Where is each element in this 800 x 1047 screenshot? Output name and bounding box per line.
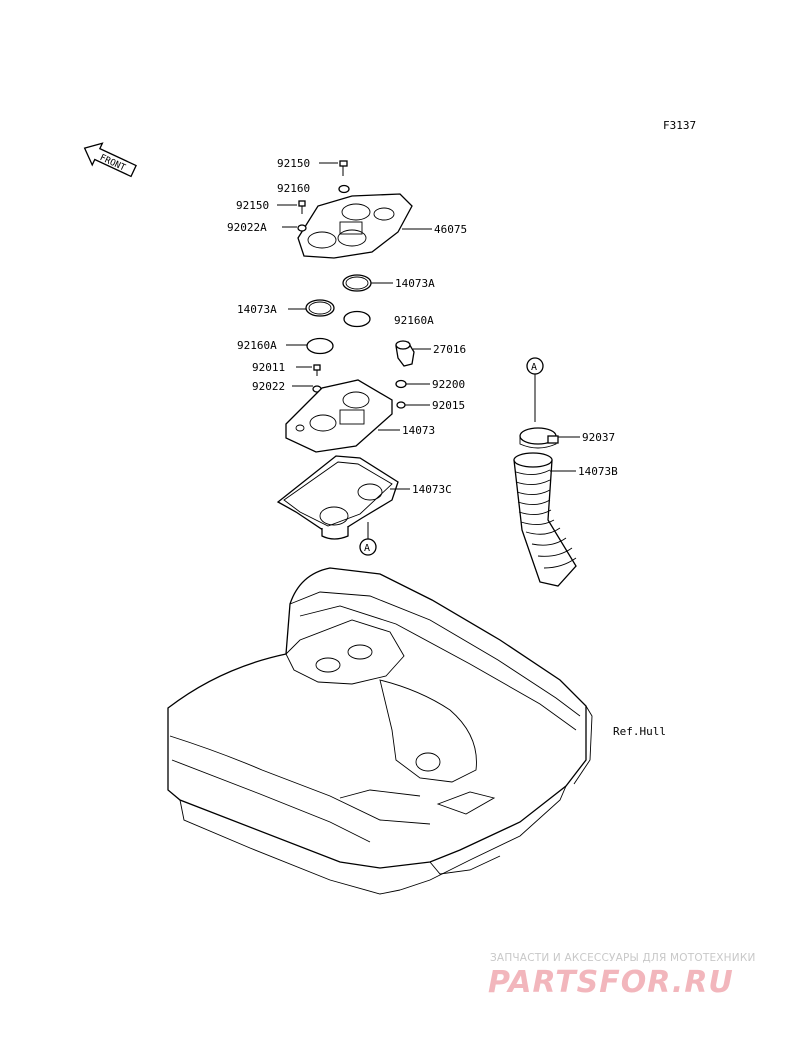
fitting-27016: [395, 340, 415, 367]
bolt-92150-left: [298, 200, 306, 214]
part-label-p3: 92150: [236, 199, 269, 212]
bolt-92150-top: [339, 160, 348, 176]
oring-92160A-right: [343, 310, 371, 328]
part-label-p16: 14073C: [412, 483, 452, 496]
part-label-p7: 14073A: [237, 303, 277, 316]
part-label-p14: 92015: [432, 399, 465, 412]
part-label-p15: 14073: [402, 424, 435, 437]
cover-plate-46075: [297, 193, 413, 259]
part-label-p13: 92022: [252, 380, 285, 393]
part-label-p6: 14073A: [395, 277, 435, 290]
duct-plate-14073: [285, 379, 393, 453]
part-label-p4: 92022A: [227, 221, 267, 234]
part-label-p9: 92160A: [237, 339, 277, 352]
bolt-92011: [313, 364, 321, 376]
grommet-92022A: [297, 224, 307, 232]
part-label-p2: 92160: [277, 182, 310, 195]
watermark-brand: PARTSFOR.RU: [488, 965, 734, 1000]
hull-deck: [167, 567, 593, 895]
part-label-p11: 92011: [252, 361, 285, 374]
washer-92160: [338, 184, 350, 194]
part-label-p1: 92150: [277, 157, 310, 170]
leaders: [277, 162, 580, 490]
washer-92200: [395, 379, 407, 389]
part-label-p5: 46075: [434, 223, 467, 236]
callout-a-right: A: [526, 357, 544, 422]
part-label-p17: 92037: [582, 431, 615, 444]
oring-92160A-left: [306, 337, 334, 355]
watermark-tagline: ЗАПЧАСТИ И АКСЕССУАРЫ ДЛЯ МОТОТЕХНИКИ: [490, 952, 756, 964]
front-arrow-icon: FRONT: [83, 142, 137, 178]
gasket-14073A-lower: [305, 299, 335, 317]
part-label-p12: 92200: [432, 378, 465, 391]
part-label-p18: 14073B: [578, 465, 618, 478]
clamp-92037: [519, 427, 559, 449]
ref-hull-label: Ref.Hull: [613, 725, 666, 738]
duct-housing-14073C: [276, 455, 399, 540]
part-label-p8: 92160A: [394, 314, 434, 327]
part-label-p10: 27016: [433, 343, 466, 356]
figure-code: F3137: [663, 119, 696, 132]
nut-92015: [396, 401, 406, 409]
svg-text:A: A: [364, 543, 370, 554]
hose-14073B: [513, 452, 577, 587]
svg-text:A: A: [531, 362, 537, 373]
gasket-14073A-upper: [342, 274, 372, 292]
callout-a-lower: A: [359, 522, 377, 556]
